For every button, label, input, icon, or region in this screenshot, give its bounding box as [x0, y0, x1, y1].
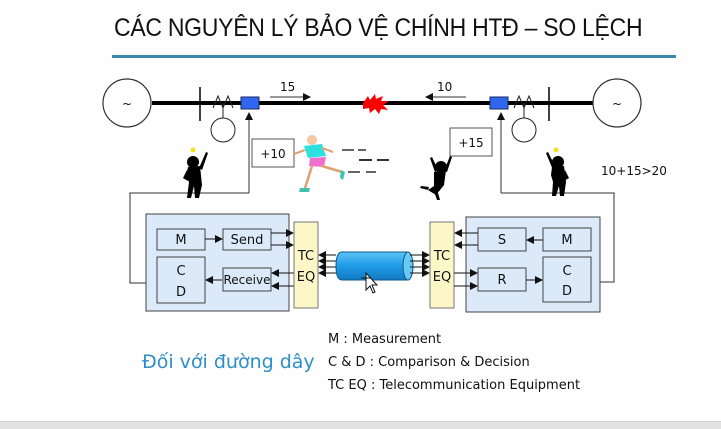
left-send-block — [222, 228, 272, 251]
title-underline — [112, 55, 676, 58]
left-eq-label: EQ — [297, 270, 315, 285]
subtitle: Đối với đường dây — [142, 351, 315, 373]
comparison-label: 10+15>20 — [601, 164, 667, 178]
left-cd-bottom-label: D — [176, 285, 186, 300]
right-thinker-figure-icon — [546, 147, 569, 196]
left-value-label: +10 — [260, 147, 285, 161]
left-current-label: 15 — [280, 80, 295, 94]
right-measure-label: M — [561, 233, 572, 248]
right-value-box — [449, 127, 493, 157]
right-circuit-breaker — [489, 96, 509, 110]
left-generator-symbol: ~ — [122, 97, 132, 111]
right-cd-bottom-label: D — [562, 284, 572, 299]
runner-figure-icon — [293, 135, 345, 192]
right-send-label: S — [498, 233, 506, 248]
left-circuit-breaker — [240, 96, 260, 110]
right-current-label: 10 — [437, 80, 452, 94]
left-cd-block — [156, 256, 206, 304]
right-receive-label: R — [497, 273, 506, 288]
left-generator-icon: ~ — [102, 78, 152, 128]
right-generator-symbol: ~ — [612, 97, 622, 111]
slide-title: CÁC NGUYÊN LÝ BẢO VỆ CHÍNH HTĐ – SO LỆCH — [114, 14, 643, 42]
left-receive-label: Receive — [224, 273, 271, 287]
fault-explosion-icon — [363, 94, 389, 114]
right-value-label: +15 — [458, 136, 483, 150]
legend-item-telecom: TC EQ : Telecommunication Equipment — [328, 378, 581, 393]
communication-cable-icon — [318, 251, 430, 281]
left-thinker-figure-icon — [183, 147, 208, 198]
legend-item-comparison: C & D : Comparison & Decision — [328, 355, 530, 370]
left-send-label: Send — [231, 233, 264, 248]
left-tc-eq-block — [293, 221, 319, 309]
bottom-scrollbar[interactable] — [0, 421, 721, 429]
right-generator-icon: ~ — [592, 78, 642, 128]
right-tc-label: TC — [433, 249, 450, 264]
left-measure-label: M — [175, 233, 186, 248]
left-tc-label: TC — [297, 249, 314, 264]
right-current-transformer-icon — [511, 94, 537, 143]
left-receive-block — [222, 267, 272, 292]
legend-item-measurement: M : Measurement — [328, 332, 442, 347]
jumping-figure-icon — [420, 156, 452, 200]
speed-lines — [342, 149, 389, 173]
right-cd-block — [542, 256, 592, 303]
left-current-transformer-icon — [210, 94, 236, 143]
right-eq-label: EQ — [433, 270, 451, 285]
right-cd-top-label: C — [562, 264, 571, 279]
right-tc-eq-block — [429, 221, 455, 309]
mouse-cursor-icon — [361, 271, 379, 294]
left-value-box — [251, 138, 295, 168]
left-cd-top-label: C — [176, 264, 185, 279]
